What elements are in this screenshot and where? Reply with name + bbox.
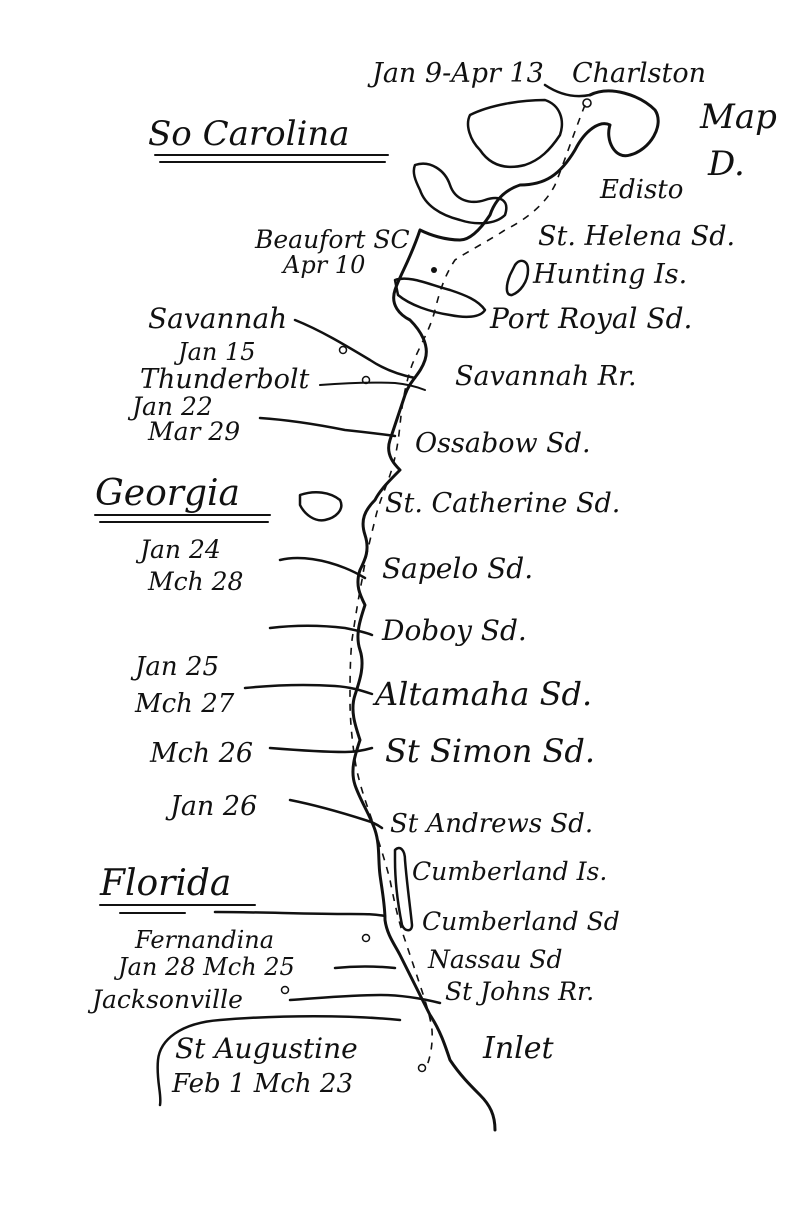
label-altamaha: Altamaha Sd.: [372, 675, 592, 713]
outline-st-augustine: [156, 1015, 402, 1107]
label-fernandina: Fernandina: [134, 926, 274, 954]
label-altamaha-date-1: Jan 25: [130, 652, 219, 682]
map-title: Map: [699, 97, 777, 137]
marker-charlston: [582, 98, 592, 108]
label-beaufort-date: Apr 10: [281, 251, 365, 279]
river-st-johns: [288, 993, 442, 1005]
label-savannah-rr: Savannah Rr.: [455, 361, 637, 392]
river-beaufort: [393, 277, 487, 319]
label-thunderbolt-date-2: Mar 29: [147, 417, 240, 446]
label-cumberland-sd: Cumberland Sd: [422, 907, 620, 936]
label-st-andrews: St Andrews Sd.: [390, 809, 593, 839]
island-charleston: [466, 98, 564, 169]
river-st-simon: [268, 746, 374, 754]
label-cumberland-is: Cumberland Is.: [412, 857, 607, 886]
river-savannah: [293, 318, 417, 380]
island-cumberland: [393, 846, 414, 932]
label-altamaha-date-2: Mch 27: [134, 689, 235, 719]
label-st-andrews-date: Jan 26: [165, 791, 257, 822]
label-st-augustine-dates: Feb 1 Mch 23: [171, 1069, 353, 1099]
label-st-catherine: St. Catherine Sd.: [385, 488, 620, 519]
state-label-georgia: Georgia: [95, 473, 240, 514]
river-ossabow: [258, 416, 397, 438]
label-st-helena: St. Helena Sd.: [538, 221, 735, 252]
label-charlston: Charlston: [572, 58, 706, 89]
river-savannah-2: [319, 381, 426, 391]
label-ossabow: Ossabow Sd.: [415, 428, 591, 459]
state-label-south-carolina: So Carolina: [148, 114, 350, 154]
river-st-catherine: [298, 491, 343, 522]
label-nassau: Nassau Sd: [427, 945, 563, 974]
route-line: [349, 104, 586, 1071]
river-doboy: [268, 624, 374, 637]
label-thunderbolt-date-1: Jan 22: [127, 392, 213, 421]
label-savannah: Savannah: [148, 302, 287, 335]
label-hunting: Hunting Is.: [532, 259, 687, 290]
label-sapelo-date-2: Mch 28: [147, 567, 243, 596]
river-sapelo: [278, 556, 367, 580]
marker-fernandina: [361, 933, 371, 943]
river-nassau: [333, 965, 397, 970]
label-thunderbolt: Thunderbolt: [140, 364, 310, 395]
river-cumberland: [213, 910, 387, 918]
island-hunting: [505, 259, 530, 297]
river-st-andrews: [288, 798, 384, 830]
label-doboy: Doboy Sd.: [381, 614, 527, 647]
label-port-royal: Port Royal Sd.: [489, 302, 692, 335]
river-altamaha: [243, 683, 374, 696]
state-label-florida: Florida: [99, 863, 231, 904]
marker-beaufort: [431, 267, 437, 273]
label-fernandina-dates: Jan 28 Mch 25: [113, 953, 295, 981]
label-st-johns: St Johns Rr.: [445, 977, 594, 1006]
river-charleston: [543, 83, 592, 98]
label-sapelo-date-1: Jan 24: [135, 535, 221, 564]
marker-savannah: [338, 345, 348, 355]
label-edisto: Edisto: [599, 175, 683, 205]
marker-jacksonville: [280, 985, 290, 995]
marker-st-augustine: [417, 1063, 427, 1073]
island-edisto: [412, 162, 508, 225]
coastline: [351, 89, 660, 1132]
label-st-augustine: St Augustine: [175, 1032, 358, 1065]
label-inlet: Inlet: [482, 1031, 555, 1066]
marker-thunderbolt: [361, 375, 371, 385]
map-letter: D.: [707, 144, 745, 184]
label-sapelo: Sapelo Sd.: [382, 552, 533, 585]
label-st-simon: St Simon Sd.: [385, 732, 595, 770]
label-st-simon-date: Mch 26: [149, 738, 253, 769]
label-charlston-dates: Jan 9-Apr 13: [367, 58, 544, 89]
label-jacksonville: Jacksonville: [87, 985, 243, 1014]
label-beaufort: Beaufort SC: [254, 225, 410, 254]
label-savannah-date: Jan 15: [173, 338, 256, 366]
